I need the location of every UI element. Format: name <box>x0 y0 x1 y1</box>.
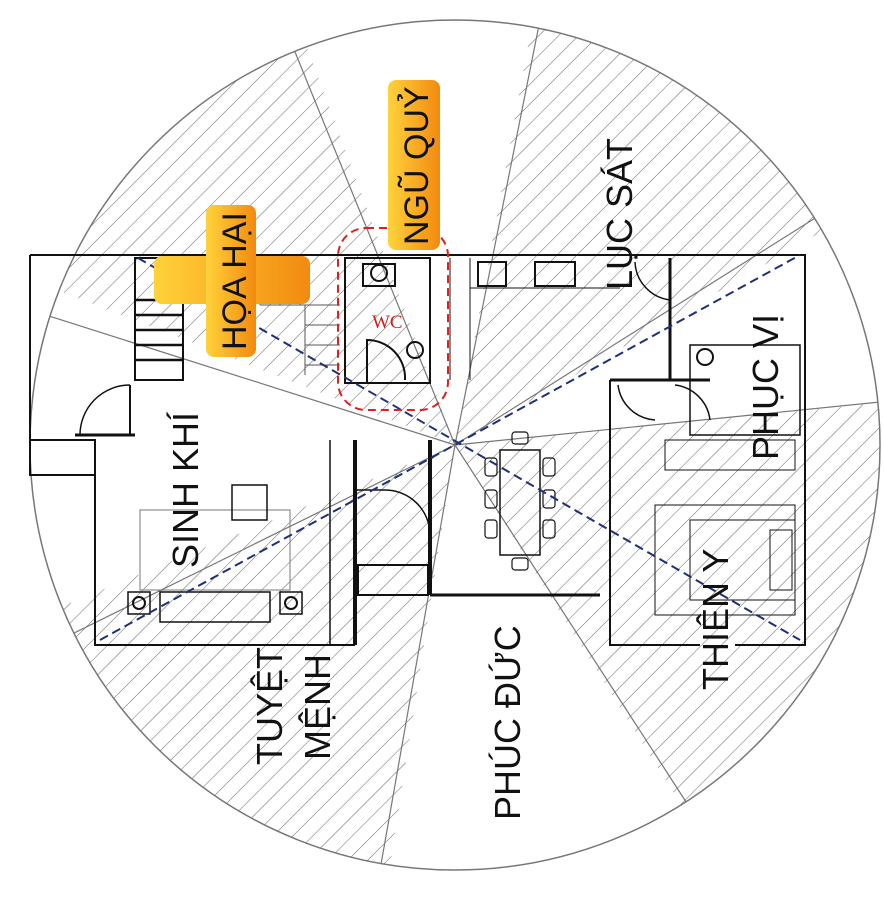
sector-label-ngu-quy: NGŨ QUỶ <box>398 86 436 245</box>
sector-label-hoa-hai: HỌA HẠI <box>216 212 254 350</box>
sector-label-sinh-khi: SINH KHÍ <box>165 412 206 568</box>
hoa-hai-badge <box>206 205 256 357</box>
ngu-quy-badge <box>388 80 440 250</box>
sector-label-tuyet-menh-2: MỆNH <box>297 654 338 760</box>
sector-label-luc-sat: LỤC SÁT <box>599 138 640 290</box>
sector-label-tuyet-menh-1: TUYỆT <box>249 647 290 765</box>
sector-label-phuc-duc: PHÚC ĐỨC <box>487 625 528 820</box>
sector-label-phuc-vi: PHỤC VỊ <box>745 314 786 460</box>
sector-label-thien-y: THIÊN Y <box>695 549 736 690</box>
wc-label: WC <box>372 312 403 333</box>
floor-plan <box>29 254 806 646</box>
